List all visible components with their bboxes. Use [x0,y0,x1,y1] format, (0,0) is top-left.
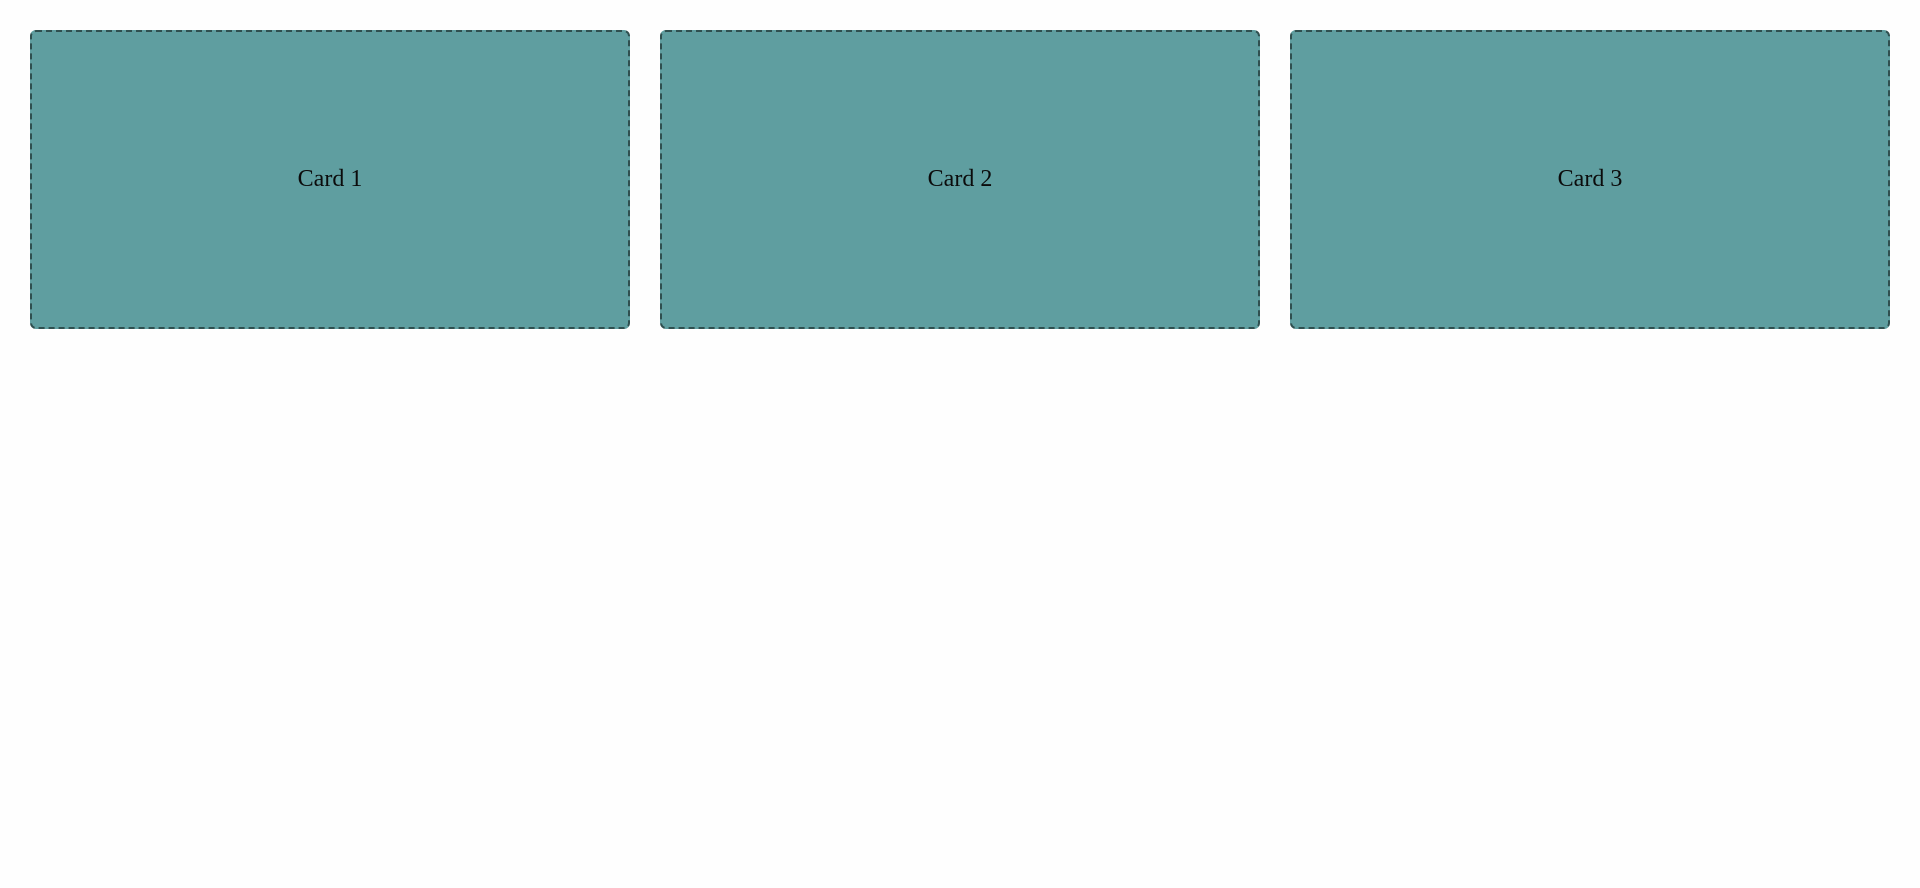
card-1-label: Card 1 [297,166,363,192]
card-1[interactable]: Card 1 [30,30,630,329]
card-3-label: Card 3 [1557,166,1623,192]
card-2[interactable]: Card 2 [660,30,1260,329]
card-3[interactable]: Card 3 [1290,30,1890,329]
card-row: Card 1 Card 2 Card 3 [30,30,1890,329]
card-2-label: Card 2 [927,166,993,192]
